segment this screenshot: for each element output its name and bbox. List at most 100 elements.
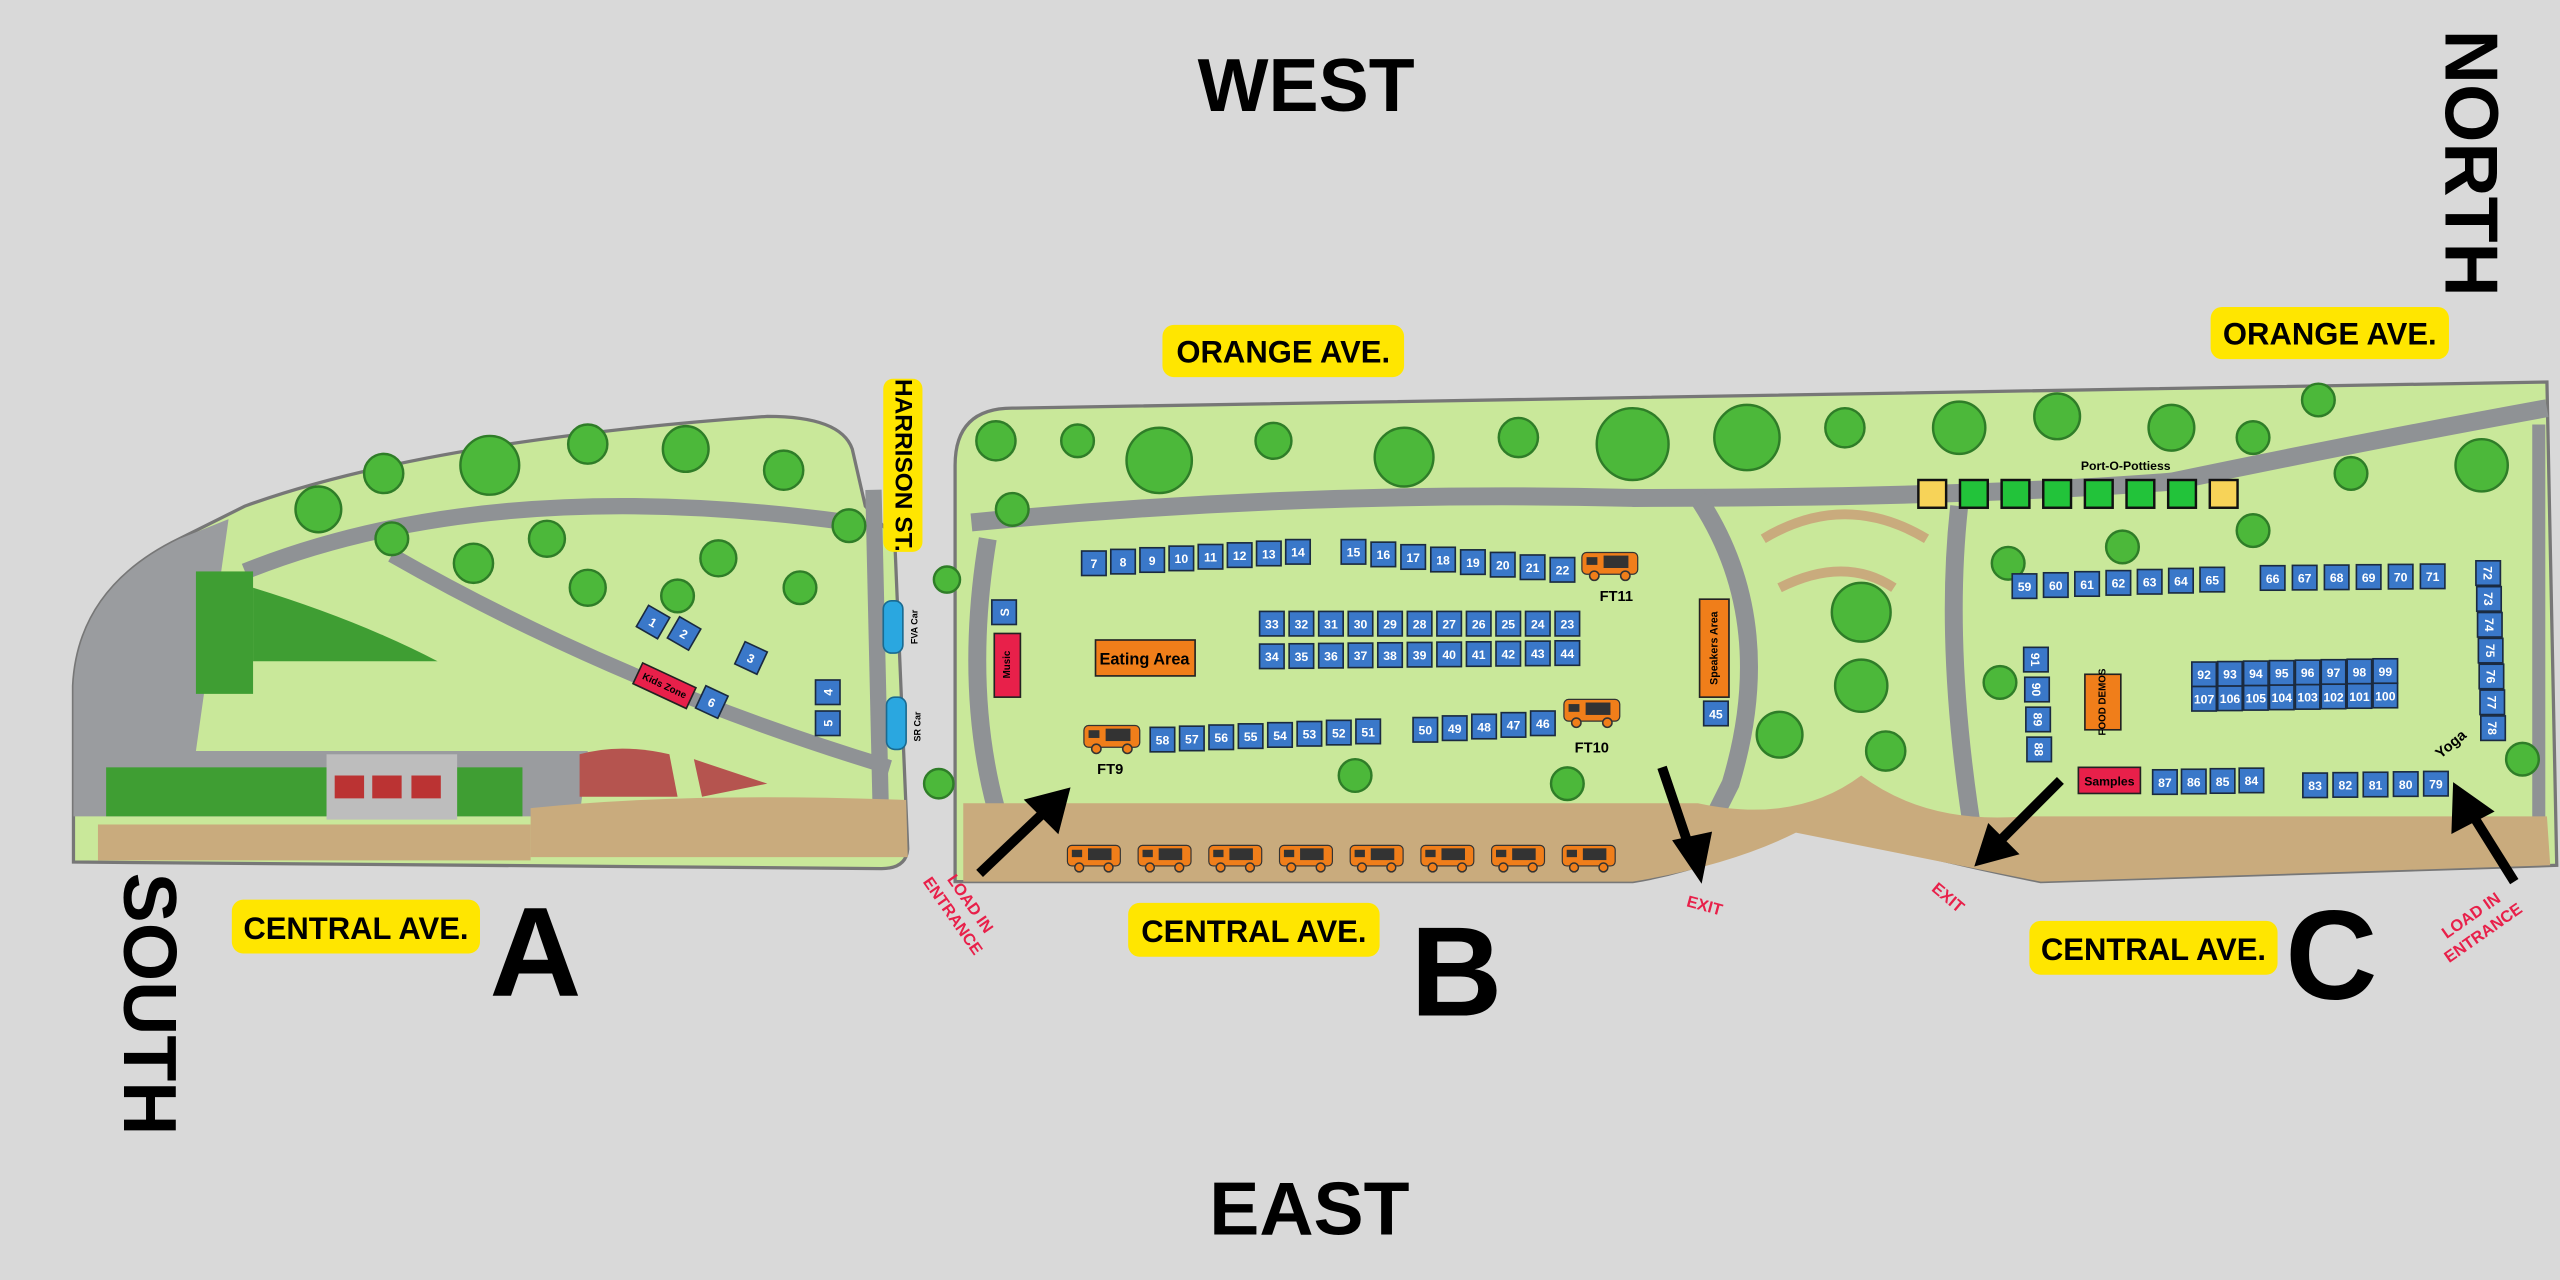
vendor-booth[interactable]: 87 bbox=[2151, 768, 2178, 796]
vendor-booth[interactable]: 27 bbox=[1436, 610, 1463, 637]
vendor-booth[interactable]: 61 bbox=[2074, 570, 2101, 598]
vendor-booth[interactable]: 29 bbox=[1376, 610, 1404, 637]
vendor-booth[interactable]: 104 bbox=[2268, 684, 2295, 711]
vendor-booth[interactable]: 4 bbox=[814, 679, 841, 706]
vendor-booth[interactable]: 7 bbox=[1080, 550, 1107, 577]
vendor-booth[interactable]: 41 bbox=[1465, 640, 1492, 668]
vendor-booth[interactable]: 85 bbox=[2209, 767, 2236, 795]
vendor-booth[interactable]: 59 bbox=[2011, 573, 2038, 600]
vendor-booth[interactable]: 6 bbox=[694, 684, 730, 720]
vendor-booth[interactable]: 65 bbox=[2199, 566, 2226, 593]
vendor-booth[interactable]: 105 bbox=[2242, 684, 2269, 711]
vendor-booth[interactable]: 8 bbox=[1109, 548, 1137, 575]
vendor-booth[interactable]: 70 bbox=[2387, 563, 2414, 590]
vendor-booth[interactable]: 13 bbox=[1255, 540, 1282, 567]
vendor-booth[interactable]: 9 bbox=[1139, 546, 1166, 574]
vendor-booth[interactable]: 67 bbox=[2291, 564, 2318, 591]
vendor-booth[interactable]: 57 bbox=[1178, 725, 1205, 752]
vendor-booth[interactable]: 75 bbox=[2477, 637, 2504, 664]
vendor-booth[interactable]: 62 bbox=[2105, 569, 2132, 596]
vendor-booth[interactable]: 73 bbox=[2475, 585, 2503, 612]
vendor-booth[interactable]: 12 bbox=[1226, 542, 1253, 569]
vendor-booth[interactable]: 68 bbox=[2323, 564, 2350, 591]
vendor-booth[interactable]: 94 bbox=[2242, 660, 2269, 687]
vendor-booth[interactable]: 30 bbox=[1347, 610, 1374, 637]
vendor-booth[interactable]: 101 bbox=[2346, 682, 2373, 710]
vendor-booth[interactable]: 102 bbox=[2320, 683, 2347, 710]
vendor-booth[interactable]: 36 bbox=[1317, 642, 1345, 669]
vendor-booth[interactable]: 71 bbox=[2419, 563, 2446, 590]
vendor-booth[interactable]: 22 bbox=[1549, 556, 1576, 583]
vendor-booth[interactable]: 46 bbox=[1529, 710, 1556, 737]
vendor-booth[interactable]: 15 bbox=[1340, 538, 1367, 565]
vendor-booth[interactable]: 23 bbox=[1554, 610, 1581, 637]
vendor-booth[interactable]: 51 bbox=[1355, 718, 1382, 745]
vendor-booth[interactable]: 84 bbox=[2238, 767, 2265, 794]
vendor-booth[interactable]: 2 bbox=[666, 615, 702, 652]
vendor-booth[interactable]: 11 bbox=[1197, 543, 1224, 570]
vendor-booth[interactable]: 97 bbox=[2320, 658, 2347, 686]
vendor-booth[interactable]: S bbox=[991, 599, 1018, 626]
vendor-booth[interactable]: 69 bbox=[2355, 563, 2382, 591]
vendor-booth[interactable]: 107 bbox=[2191, 685, 2218, 712]
vendor-booth[interactable]: 79 bbox=[2422, 770, 2449, 797]
vendor-booth[interactable]: 86 bbox=[2180, 768, 2207, 795]
vendor-booth[interactable]: 77 bbox=[2479, 689, 2506, 716]
vendor-booth[interactable]: 3 bbox=[733, 640, 769, 676]
vendor-booth[interactable]: 52 bbox=[1325, 719, 1352, 746]
vendor-booth[interactable]: 44 bbox=[1554, 640, 1581, 667]
vendor-booth[interactable]: 82 bbox=[2332, 771, 2359, 798]
vendor-booth[interactable]: 40 bbox=[1436, 641, 1463, 668]
vendor-booth[interactable]: 74 bbox=[2476, 611, 2503, 638]
vendor-booth[interactable]: 1 bbox=[635, 604, 671, 640]
vendor-booth[interactable]: 37 bbox=[1347, 642, 1374, 669]
vendor-booth[interactable]: 17 bbox=[1400, 543, 1427, 571]
vendor-booth[interactable]: 42 bbox=[1495, 640, 1522, 667]
vendor-booth[interactable]: 24 bbox=[1524, 610, 1551, 637]
vendor-booth[interactable]: 19 bbox=[1459, 549, 1486, 576]
vendor-booth[interactable]: 66 bbox=[2259, 564, 2286, 592]
vendor-booth[interactable]: 72 bbox=[2475, 560, 2502, 587]
vendor-booth[interactable]: 45 bbox=[1702, 700, 1729, 727]
vendor-booth[interactable]: 81 bbox=[2362, 771, 2389, 798]
vendor-booth[interactable]: 16 bbox=[1370, 541, 1397, 568]
vendor-booth[interactable]: 103 bbox=[2294, 683, 2321, 710]
vendor-booth[interactable]: 39 bbox=[1406, 641, 1433, 668]
vendor-booth[interactable]: 26 bbox=[1465, 610, 1492, 637]
vendor-booth[interactable]: 80 bbox=[2392, 771, 2419, 798]
vendor-booth[interactable]: 25 bbox=[1495, 610, 1522, 637]
vendor-booth[interactable]: 50 bbox=[1412, 716, 1439, 743]
vendor-booth[interactable]: 54 bbox=[1266, 721, 1294, 748]
vendor-booth[interactable]: 14 bbox=[1284, 538, 1312, 565]
vendor-booth[interactable]: 96 bbox=[2294, 659, 2321, 686]
vendor-booth[interactable]: 106 bbox=[2216, 685, 2244, 712]
vendor-booth[interactable]: 5 bbox=[814, 710, 841, 737]
vendor-booth[interactable]: 60 bbox=[2042, 571, 2069, 599]
vendor-booth[interactable]: 93 bbox=[2216, 660, 2244, 687]
vendor-booth[interactable]: 56 bbox=[1208, 724, 1235, 751]
vendor-booth[interactable]: 83 bbox=[2302, 772, 2329, 799]
vendor-booth[interactable]: 35 bbox=[1288, 642, 1315, 670]
vendor-booth[interactable]: 20 bbox=[1489, 551, 1516, 578]
vendor-booth[interactable]: 33 bbox=[1258, 610, 1285, 637]
vendor-booth[interactable]: 34 bbox=[1258, 643, 1285, 670]
vendor-booth[interactable]: 89 bbox=[2025, 706, 2052, 733]
vendor-booth[interactable]: 95 bbox=[2268, 659, 2295, 686]
vendor-booth[interactable]: 88 bbox=[2026, 736, 2053, 763]
vendor-booth[interactable]: 76 bbox=[2478, 663, 2505, 690]
vendor-booth[interactable]: 90 bbox=[2023, 676, 2051, 703]
vendor-booth[interactable]: 58 bbox=[1149, 726, 1176, 753]
vendor-booth[interactable]: 49 bbox=[1441, 715, 1468, 742]
vendor-booth[interactable]: 28 bbox=[1406, 610, 1433, 637]
vendor-booth[interactable]: 38 bbox=[1376, 641, 1404, 669]
vendor-booth[interactable]: 43 bbox=[1524, 640, 1551, 667]
vendor-booth[interactable]: 91 bbox=[2022, 646, 2049, 673]
vendor-booth[interactable]: 78 bbox=[2480, 715, 2507, 742]
vendor-booth[interactable]: 48 bbox=[1471, 713, 1498, 740]
vendor-booth[interactable]: 92 bbox=[2191, 661, 2218, 688]
vendor-booth[interactable]: 98 bbox=[2346, 658, 2373, 685]
vendor-booth[interactable]: 10 bbox=[1168, 545, 1195, 572]
vendor-booth[interactable]: 21 bbox=[1519, 554, 1546, 581]
vendor-booth[interactable]: 99 bbox=[2372, 657, 2399, 685]
vendor-booth[interactable]: 47 bbox=[1500, 711, 1527, 738]
